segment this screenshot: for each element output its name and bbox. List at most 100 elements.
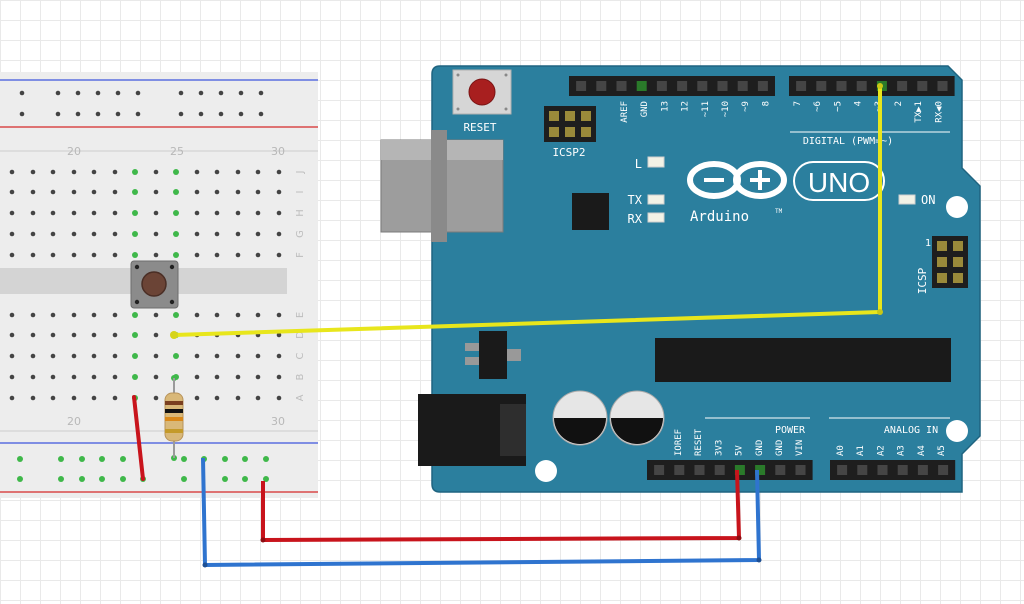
red-wire-5v[interactable] [261, 469, 741, 542]
breadboard-hole [95, 111, 101, 117]
header-pin[interactable] [937, 273, 947, 283]
breadboard-hole [153, 353, 159, 359]
header-pin[interactable] [714, 465, 725, 475]
header-pin[interactable] [549, 127, 559, 137]
header-pin[interactable] [953, 241, 963, 251]
header-pin[interactable] [837, 465, 848, 475]
header-pin[interactable] [877, 465, 888, 475]
pin-label: IOREF [674, 429, 684, 456]
breadboard-hole [9, 332, 15, 338]
breadboard-hole-connected [58, 476, 64, 482]
resistor-band [165, 417, 183, 421]
breadboard-hole [55, 90, 61, 96]
header-pin[interactable] [953, 257, 963, 267]
row-letter: B [295, 373, 306, 380]
header-pin[interactable] [938, 465, 949, 475]
breadboard-hole [30, 395, 36, 401]
breadboard-hole [255, 374, 261, 380]
breadboard-hole [255, 395, 261, 401]
breadboard-hole [276, 395, 282, 401]
breadboard-hole [9, 353, 15, 359]
header-pin[interactable] [565, 127, 575, 137]
breadboard-hole [91, 332, 97, 338]
breadboard-hole [50, 353, 56, 359]
header-pin[interactable] [795, 465, 806, 475]
arduino-logo: UNO Arduino TM [687, 161, 885, 225]
header-pin[interactable] [654, 465, 665, 475]
header-pin[interactable] [737, 81, 748, 91]
header-pin[interactable] [616, 81, 627, 91]
header-pin[interactable] [674, 465, 685, 475]
breadboard-hole-connected [132, 169, 138, 175]
header-pin[interactable] [565, 111, 575, 121]
header-pin[interactable] [581, 127, 591, 137]
breadboard-hole [19, 90, 25, 96]
breadboard-hole [71, 252, 77, 258]
header-pin[interactable] [757, 81, 768, 91]
breadboard-hole [50, 332, 56, 338]
header-pin[interactable] [755, 465, 766, 475]
breadboard-hole [214, 231, 220, 237]
breadboard-hole-connected [99, 476, 105, 482]
breadboard-hole-connected [222, 476, 228, 482]
breadboard-hole [71, 210, 77, 216]
blue-wire-gnd[interactable] [201, 457, 761, 567]
breadboard-hole [235, 231, 241, 237]
breadboard-hole [95, 90, 101, 96]
pin-label: VIN [795, 440, 805, 456]
breadboard-hole [9, 252, 15, 258]
header-pin[interactable] [576, 81, 587, 91]
header-pin[interactable] [694, 465, 705, 475]
header-pin[interactable] [636, 81, 647, 91]
breadboard-hole [91, 210, 97, 216]
header-pin[interactable] [734, 465, 745, 475]
breadboard-hole-connected [99, 456, 105, 462]
breadboard-hole-connected [263, 456, 269, 462]
header-pin[interactable] [796, 81, 807, 91]
header-pin[interactable] [816, 81, 827, 91]
breadboard-hole [258, 111, 264, 117]
rx-led [647, 212, 665, 223]
header-pin[interactable] [836, 81, 847, 91]
header-pin[interactable] [697, 81, 708, 91]
header-pin[interactable] [581, 111, 591, 121]
breadboard-hole [112, 231, 118, 237]
red-wire-breadboard-jumper[interactable] [132, 395, 145, 481]
column-number-30: 30 [271, 145, 285, 158]
header-pin[interactable] [917, 465, 928, 475]
breadboard-hole [71, 374, 77, 380]
breadboard-hole-connected [120, 456, 126, 462]
breadboard-hole-connected [132, 189, 138, 195]
pushbutton[interactable] [130, 260, 179, 309]
breadboard-hole [71, 169, 77, 175]
breadboard-hole [276, 312, 282, 318]
breadboard-hole [194, 395, 200, 401]
header-pin[interactable] [937, 257, 947, 267]
breadboard-hole [50, 189, 56, 195]
header-pin[interactable] [917, 81, 928, 91]
header-pin[interactable] [677, 81, 688, 91]
breadboard-hole [235, 210, 241, 216]
column-number-25: 25 [170, 145, 184, 158]
header-pin[interactable] [897, 465, 908, 475]
breadboard-hole [50, 231, 56, 237]
breadboard-hole [235, 252, 241, 258]
header-pin[interactable] [897, 81, 908, 91]
row-letter: H [295, 209, 306, 217]
breadboard-hole [153, 231, 159, 237]
header-pin[interactable] [656, 81, 667, 91]
header-pin[interactable] [937, 241, 947, 251]
breadboard-hole [9, 312, 15, 318]
pushbutton-cap[interactable] [141, 271, 167, 297]
header-pin[interactable] [596, 81, 607, 91]
header-pin[interactable] [856, 81, 867, 91]
breadboard-hole [194, 374, 200, 380]
header-pin[interactable] [775, 465, 786, 475]
reset-button-cap[interactable] [468, 78, 496, 106]
header-pin[interactable] [857, 465, 868, 475]
header-pin[interactable] [549, 111, 559, 121]
header-pin[interactable] [937, 81, 948, 91]
pin-label: 5V [735, 445, 745, 456]
header-pin[interactable] [953, 273, 963, 283]
header-pin[interactable] [717, 81, 728, 91]
